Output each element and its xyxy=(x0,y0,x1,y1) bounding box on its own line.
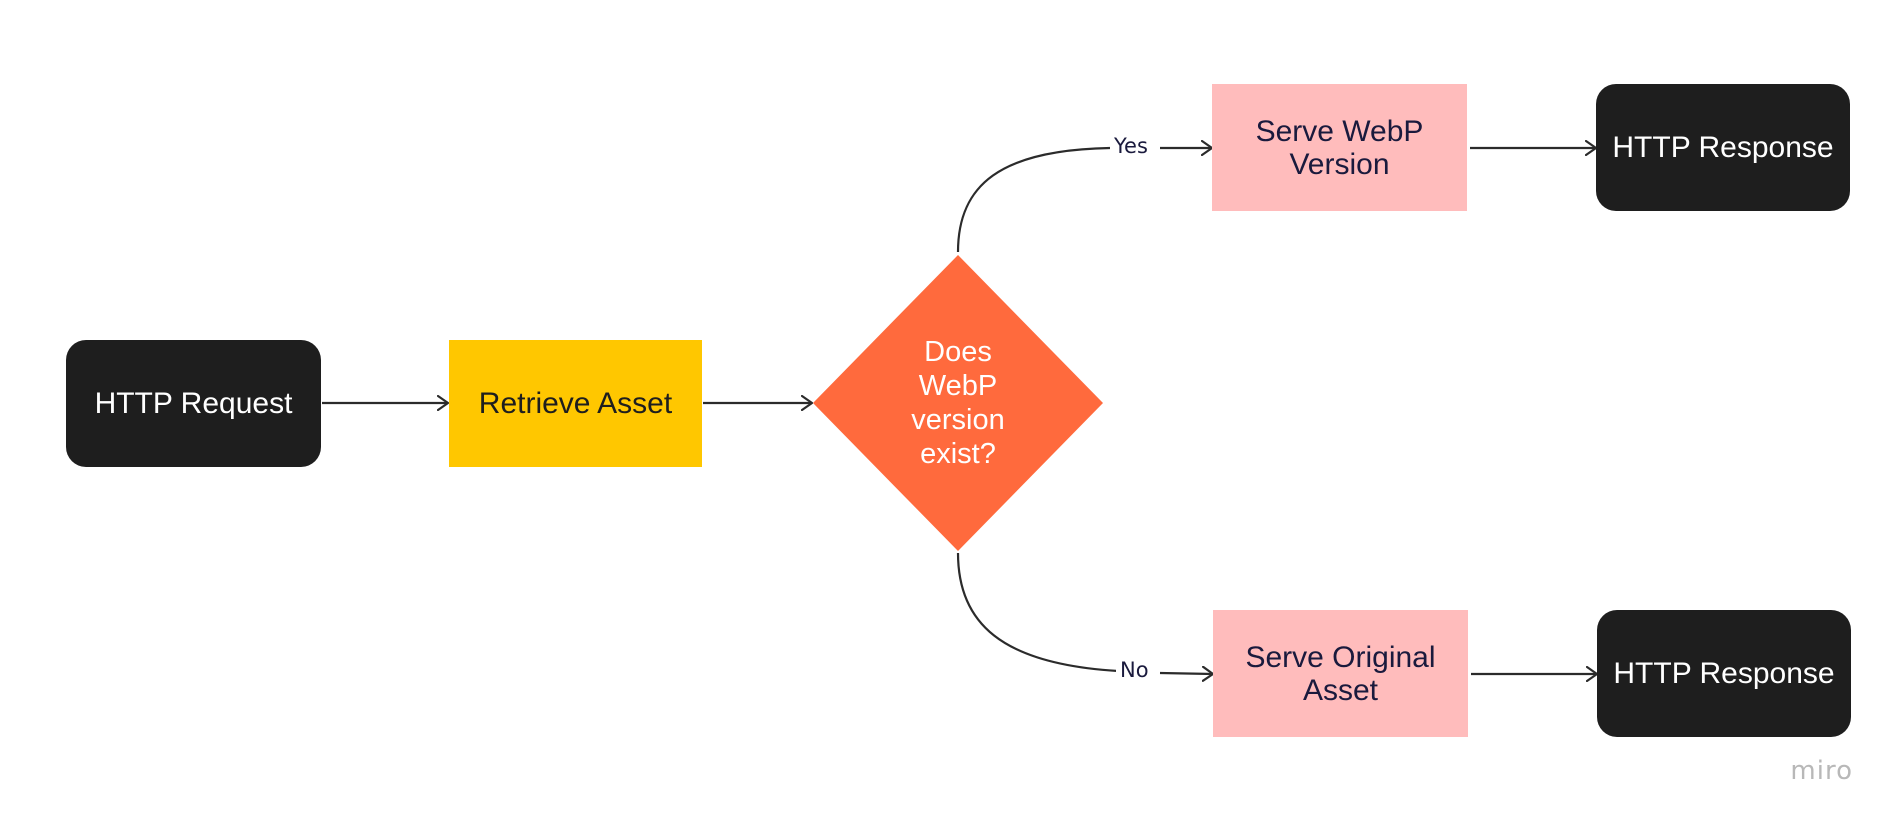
retrieve-asset-node[interactable]: Retrieve Asset xyxy=(449,340,702,467)
serve-original-node[interactable]: Serve Original Asset xyxy=(1213,610,1468,737)
http-response-bottom-node[interactable]: HTTP Response xyxy=(1597,610,1851,737)
edge-label-no: No xyxy=(1116,658,1153,682)
arrow-decision-no[interactable] xyxy=(956,552,1119,673)
miro-watermark: miro xyxy=(1790,756,1853,786)
http-response-top-node[interactable]: HTTP Response xyxy=(1596,84,1850,211)
arrow-decision-yes[interactable] xyxy=(956,146,1111,253)
decision-label: Does WebP version exist? xyxy=(911,336,1005,470)
decision-diamond[interactable] xyxy=(813,255,1103,551)
edge-label-yes: Yes xyxy=(1110,134,1152,158)
serve-webp-node[interactable]: Serve WebP Version xyxy=(1212,84,1467,211)
http-request-node[interactable]: HTTP Request xyxy=(66,340,321,467)
arrow-no-to-serve-original[interactable] xyxy=(1159,673,1213,674)
